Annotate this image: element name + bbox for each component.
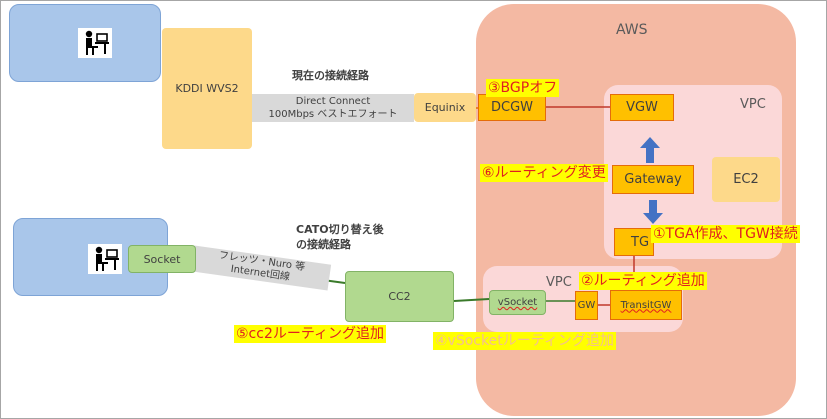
note-routing-add: ②ルーティング追加 bbox=[579, 272, 707, 290]
dcgw-label: DCGW bbox=[490, 100, 533, 115]
vgw-label: VGW bbox=[626, 100, 658, 115]
vpc-main-label: VPC bbox=[740, 97, 766, 112]
cato-route-line1: CATO切り替え後 bbox=[296, 223, 384, 236]
equinix-label: Equinix bbox=[424, 101, 466, 114]
ec2-node: EC2 bbox=[712, 157, 780, 202]
direct-connect-text: Direct Connect 100Mbps ベストエフォート bbox=[252, 94, 414, 122]
gw-node: GW bbox=[575, 291, 598, 320]
equinix-node: Equinix bbox=[414, 93, 476, 122]
kddi-label: KDDI WVS2 bbox=[175, 82, 239, 95]
person-at-desk-icon bbox=[88, 244, 122, 274]
direct-connect-line2: 100Mbps ベストエフォート bbox=[268, 109, 398, 120]
socket-label: Socket bbox=[143, 252, 181, 266]
socket-node: Socket bbox=[128, 245, 196, 273]
vgw-node: VGW bbox=[610, 94, 674, 121]
note-bgp-off: ③BGPオフ bbox=[486, 79, 560, 97]
cc2-node: CC2 bbox=[345, 271, 454, 322]
gateway-node: Gateway bbox=[612, 165, 694, 194]
note-tga-create: ①TGA作成、TGW接続 bbox=[651, 225, 800, 243]
gw-label: GW bbox=[577, 300, 596, 311]
kddi-wvs2-node: KDDI WVS2 bbox=[162, 28, 252, 149]
vpc-sub-label: VPC bbox=[546, 275, 572, 290]
transitgw-node: TransitGW bbox=[610, 290, 682, 320]
transitgw-label: TransitGW bbox=[620, 299, 672, 311]
direct-connect-line1: Direct Connect bbox=[295, 96, 371, 107]
gateway-label: Gateway bbox=[624, 172, 682, 187]
aws-label: AWS bbox=[616, 22, 648, 38]
tgw-label: TG bbox=[631, 234, 650, 250]
tgw-node: TG bbox=[614, 228, 654, 256]
cc2-label: CC2 bbox=[388, 290, 411, 303]
person-at-desk-icon bbox=[78, 28, 112, 58]
dcgw-node: DCGW bbox=[478, 94, 546, 121]
arrow-down-icon bbox=[643, 200, 663, 224]
note-cc2-routing: ⑤cc2ルーティング追加 bbox=[234, 325, 387, 343]
ec2-label: EC2 bbox=[733, 172, 759, 187]
top-site-box bbox=[9, 4, 161, 82]
vsocket-node: vSocket bbox=[489, 290, 546, 315]
direct-connect-link bbox=[252, 94, 414, 122]
cato-route-label: CATO切り替え後 の接続経路 bbox=[296, 222, 384, 252]
note-routing-change: ⑥ルーティング変更 bbox=[480, 164, 608, 182]
arrow-up-icon bbox=[640, 137, 660, 163]
current-route-label: 現在の接続経路 bbox=[292, 69, 369, 82]
note-vsocket-routing: ④vSocketルーティング追加 bbox=[433, 332, 616, 350]
vsocket-label: vSocket bbox=[497, 297, 538, 308]
cato-route-line2: の接続経路 bbox=[296, 238, 351, 251]
